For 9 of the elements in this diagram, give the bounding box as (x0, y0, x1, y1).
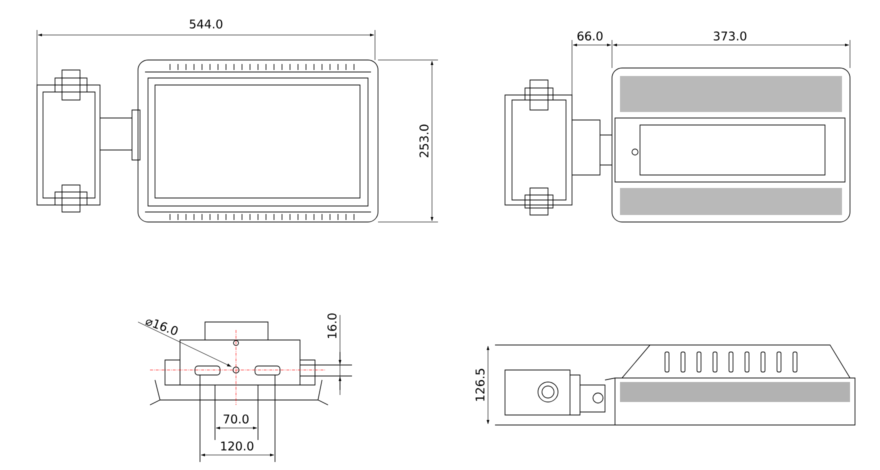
dimension-text: 66.0 (578, 31, 603, 41)
dimension-text: 120.0 (221, 441, 254, 451)
dimension-text: 70.0 (224, 414, 249, 424)
dimension-text: 126.5 (475, 368, 485, 401)
dimension-text: ⌀16.0 (145, 319, 178, 335)
dimension-text: 544.0 (190, 19, 222, 29)
dimension-text: 16.0 (327, 313, 337, 338)
dimension-text: 373.0 (714, 31, 746, 41)
dimension-text: 253.0 (419, 124, 429, 158)
